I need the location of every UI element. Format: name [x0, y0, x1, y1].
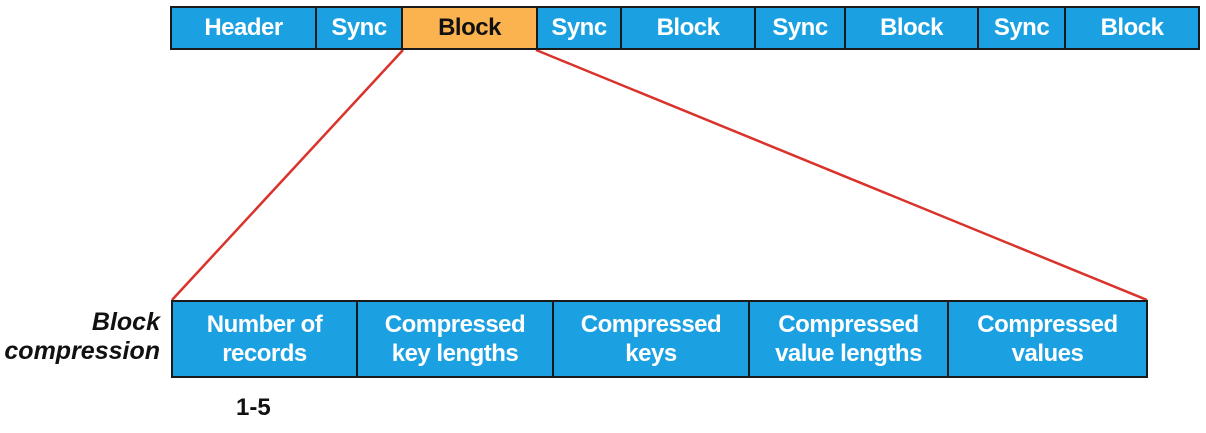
- zoom-line-right: [535, 48, 1148, 302]
- records-range-note: 1-5: [236, 394, 271, 421]
- segment-block: Block: [1066, 8, 1198, 48]
- segment-sync: Sync: [317, 8, 403, 48]
- segment-sync: Sync: [979, 8, 1066, 48]
- segment-block-highlighted: Block: [403, 8, 538, 48]
- segment-sync: Sync: [538, 8, 622, 48]
- file-structure-row: Header Sync Block Sync Block Sync Block …: [170, 6, 1200, 50]
- block-compression-label: Block compression: [4, 308, 160, 365]
- zoom-line-left: [171, 49, 404, 301]
- segment-compressed-key-lengths: Compressed key lengths: [358, 302, 554, 376]
- segment-sync: Sync: [756, 8, 846, 48]
- segment-header: Header: [172, 8, 317, 48]
- segment-number-of-records: Number of records: [173, 302, 358, 376]
- segment-compressed-keys: Compressed keys: [554, 302, 750, 376]
- segment-compressed-value-lengths: Compressed value lengths: [750, 302, 949, 376]
- segment-block: Block: [846, 8, 979, 48]
- segment-block: Block: [622, 8, 756, 48]
- segment-compressed-values: Compressed values: [949, 302, 1146, 376]
- block-detail-row: Number of records Compressed key lengths…: [171, 300, 1148, 378]
